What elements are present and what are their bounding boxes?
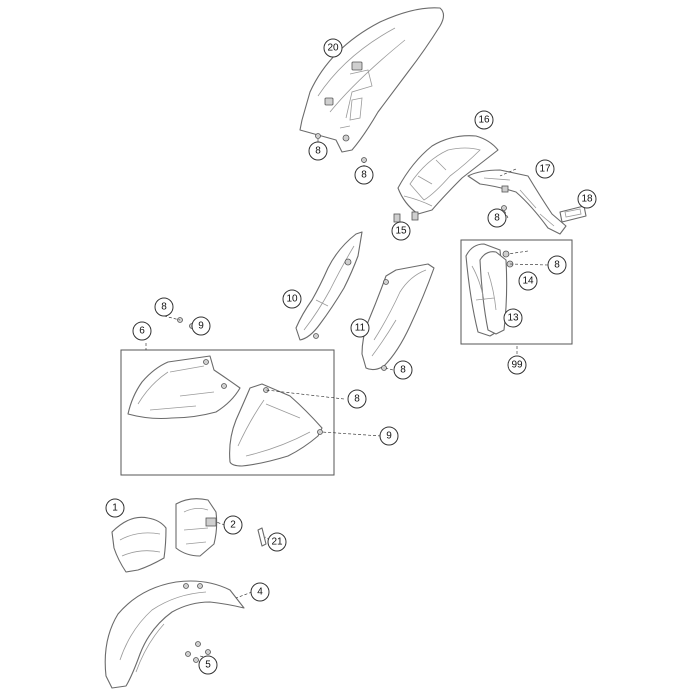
svg-text:8: 8 xyxy=(494,213,500,224)
svg-text:1: 1 xyxy=(112,503,118,514)
callout-8: 8 xyxy=(308,141,328,161)
svg-text:8: 8 xyxy=(354,394,360,405)
svg-text:10: 10 xyxy=(286,294,298,305)
svg-text:9: 9 xyxy=(386,431,392,442)
callout-8: 8 xyxy=(347,389,367,409)
left-side-cover-part xyxy=(295,231,363,341)
callout-6: 6 xyxy=(132,321,152,341)
callout-17: 17 xyxy=(535,159,555,179)
headlight-mask-part xyxy=(111,516,167,573)
svg-text:14: 14 xyxy=(522,276,534,287)
svg-text:16: 16 xyxy=(478,115,490,126)
reflector-part xyxy=(559,205,587,223)
svg-text:2: 2 xyxy=(230,520,236,531)
callout-99: 99 xyxy=(507,355,527,375)
callout-1: 1 xyxy=(105,498,125,518)
fork-protector-group-box xyxy=(460,239,573,345)
svg-text:21: 21 xyxy=(271,537,283,548)
svg-text:11: 11 xyxy=(355,323,366,334)
callout-14: 14 xyxy=(518,271,538,291)
callout-4: 4 xyxy=(250,582,270,602)
front-fender-part xyxy=(104,580,245,689)
svg-text:17: 17 xyxy=(539,164,551,175)
callout-11: 11 xyxy=(350,318,370,338)
clip-part xyxy=(257,527,267,547)
svg-text:9: 9 xyxy=(198,321,204,332)
fork-protector-part xyxy=(465,243,514,337)
callout-20: 20 xyxy=(323,38,343,58)
headlight-part xyxy=(175,498,218,557)
callout-16: 16 xyxy=(474,110,494,130)
svg-text:99: 99 xyxy=(511,360,523,371)
callout-21: 21 xyxy=(267,532,287,552)
svg-text:5: 5 xyxy=(205,660,211,671)
svg-text:8: 8 xyxy=(361,170,367,181)
right-spoiler-part xyxy=(229,383,323,467)
svg-text:13: 13 xyxy=(507,313,519,324)
svg-text:4: 4 xyxy=(257,587,263,598)
callout-5: 5 xyxy=(198,655,218,675)
right-side-cover-part xyxy=(361,263,435,371)
callout-8: 8 xyxy=(154,297,174,317)
air-box-cover-part xyxy=(397,135,499,215)
number-plate-holder-part xyxy=(467,169,567,235)
callout-8: 8 xyxy=(547,255,567,275)
callout-8: 8 xyxy=(487,208,507,228)
left-spoiler-part xyxy=(127,355,241,420)
callout-2: 2 xyxy=(223,515,243,535)
callout-9: 9 xyxy=(191,316,211,336)
spoiler-set-group-box xyxy=(120,349,335,476)
rear-fender-part xyxy=(299,7,445,163)
svg-text:8: 8 xyxy=(161,302,167,313)
svg-text:8: 8 xyxy=(400,365,406,376)
callout-9: 9 xyxy=(379,426,399,446)
svg-text:18: 18 xyxy=(581,194,593,205)
callout-8: 8 xyxy=(354,165,374,185)
svg-text:6: 6 xyxy=(139,326,145,337)
callout-15: 15 xyxy=(391,221,411,241)
svg-text:20: 20 xyxy=(327,43,339,54)
callout-10: 10 xyxy=(282,289,302,309)
hardware-bolts xyxy=(177,205,507,663)
svg-text:8: 8 xyxy=(315,146,321,157)
callout-13: 13 xyxy=(503,308,523,328)
callout-8: 8 xyxy=(393,360,413,380)
callout-18: 18 xyxy=(577,189,597,209)
svg-text:15: 15 xyxy=(395,226,407,237)
svg-text:8: 8 xyxy=(554,260,560,271)
